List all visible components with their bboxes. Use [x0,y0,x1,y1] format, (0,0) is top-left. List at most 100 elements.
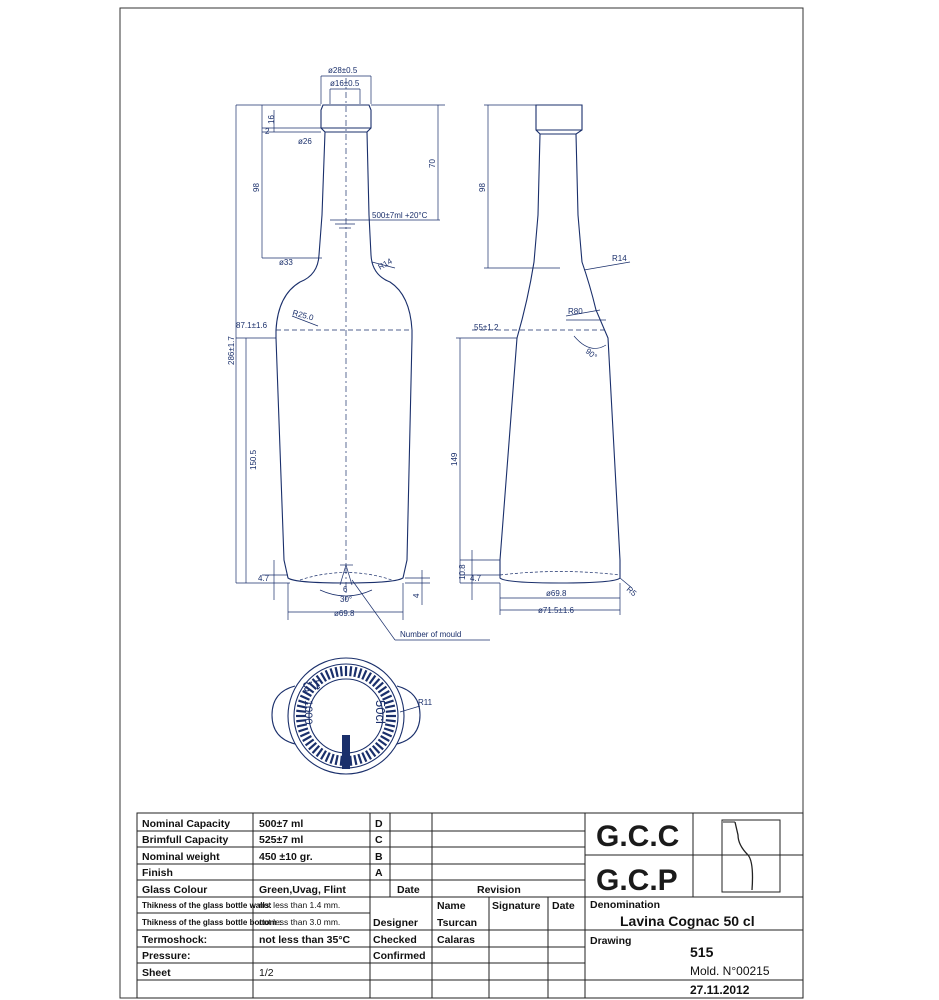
side-view: 98 55±1.2 149 10.8 4.7 R14 R80 90° R5 ø6… [450,104,639,615]
base-stipple-mark [296,719,307,723]
spec-label-sheet: Sheet [142,967,171,979]
revision-a: A [375,867,383,879]
base-stipple-mark [308,681,318,691]
revision-table: D C B A Date Revision [375,818,521,896]
base-stipple-mark [324,669,331,680]
base-stipple-mark [382,731,393,738]
sheet-border [119,7,804,999]
base-stipple-mark [320,750,327,760]
spec-label-nominal-capacity: Nominal Capacity [142,818,230,830]
base-stipple-mark [339,666,343,677]
sig-header-date: Date [552,900,575,912]
base-stipple-mark [296,704,308,709]
base-stipple-mark [353,754,358,766]
dim-h286: 286±1.7 [227,336,236,365]
base-stipple-mark [365,672,372,682]
base-code: 1.3 [302,677,322,695]
side-bottle-outline [499,104,621,584]
drawing-date: 27.11.2012 [690,983,750,997]
revision-b: B [375,851,383,863]
base-stipple-mark [315,674,324,685]
base-stipple-mark [299,731,310,738]
dim-h70: 70 [428,159,437,168]
base-stipple-mark [324,752,331,763]
base-stipple-mark [383,727,394,733]
dim-d715: ø71.5±1.6 [538,606,575,615]
spec-label-bottom: Thikness of the glass bottle bottom : [142,918,282,927]
base-stipple-mark [339,755,343,766]
base-stipple-mark [298,699,309,705]
dim-h47-right: 4.7 [470,574,482,583]
base-stipple-mark [320,672,327,682]
sig-role-confirmed: Confirmed [373,950,426,962]
dim-h150: 150.5 [249,449,258,470]
dim-r14-left: R14 [377,256,395,271]
dim-a30: 30° [340,595,352,604]
base-mould-mark [342,735,350,769]
base-stipple-mark [377,738,388,747]
spec-value-glass-colour: Green,Uvag, Flint [259,884,346,896]
dim-d698-right: ø69.8 [546,589,567,598]
denomination-label: Denomination [590,899,660,911]
base-stipple-mark [385,719,396,723]
base-stipple-mark [357,753,363,764]
dim-a90: 90° [584,347,599,362]
base-stipple-mark [304,738,315,747]
mold-number: Mold. N°00215 [690,964,770,978]
base-number: 1000 [302,700,314,724]
dim-h108: 10.8 [458,564,467,580]
base-stipple-mark [353,666,358,678]
dim-w87: 87.1±1.6 [236,321,268,330]
base-stipple-mark [384,723,396,728]
base-stipple-mark [365,750,372,760]
base-stipple-mark [329,753,335,764]
dim-d698-left: ø69.8 [334,609,355,618]
company-gcc: G.C.C [596,820,679,853]
spec-value-nominal-capacity: 500±7 ml [259,818,303,830]
base-stipple-mark [296,709,307,713]
dim-fill-level: 500±7ml +20°C [372,211,428,220]
base-stipple-mark [385,709,396,713]
base-stipple-mark [357,668,363,679]
dim-r14-right: R14 [612,254,627,263]
sig-role-checked: Checked [373,934,417,946]
base-stipple-mark [368,674,377,685]
base-stipple-mark [380,690,390,697]
front-bottle-outline [275,104,413,584]
spec-label-finish: Finish [142,867,173,879]
base-stipple-ring [296,666,396,766]
base-stipple-mark [361,669,368,680]
spec-value-walls: not less than 1.4 mm. [259,900,340,910]
dim-h149: 149 [450,452,459,466]
label-number-of-mould: Number of mould [400,630,461,639]
base-stipple-mark [334,666,339,678]
dim-h16: 16 [267,115,276,124]
spec-label-termoshock: Termoshock: [142,934,207,946]
base-stipple-mark [374,741,384,751]
sig-role-designer: Designer [373,917,418,929]
sig-header-signature: Signature [492,900,541,912]
base-stipple-mark [334,754,339,766]
spec-value-sheet: 1/2 [259,967,274,979]
base-stipple-mark [302,735,312,742]
spec-value-termoshock: not less than 35°C [259,934,351,946]
spec-label-walls: Thikness of the glass bottle walls: [142,901,272,910]
sig-name-checked: Calaras [437,934,475,946]
sig-header-name: Name [437,900,466,912]
dim-h4: 4 [412,593,421,598]
base-stipple-mark [349,755,353,766]
base-stipple-mark [311,744,321,754]
base-stipple-mark [311,678,321,688]
dim-r11: R11 [418,698,433,707]
revision-header-date: Date [397,884,420,896]
dim-w55: 55±1.2 [474,323,499,332]
drawing-label: Drawing [590,935,631,947]
spec-value-brimfull: 525±7 ml [259,834,303,846]
spec-label-brimfull: Brimfull Capacity [142,834,229,846]
revision-c: C [375,834,383,846]
dim-d26: ø26 [298,137,312,146]
dim-d33: ø33 [279,258,293,267]
base-stipple-mark [298,727,309,733]
signature-table: Name Signature Date Designer Tsurcan Che… [373,900,575,962]
